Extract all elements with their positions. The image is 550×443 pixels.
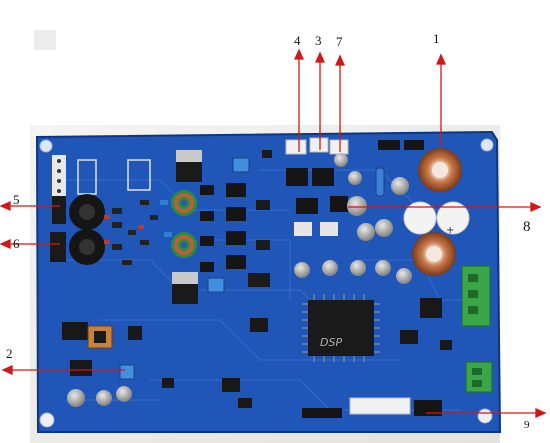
callout-number-8: 8 (523, 219, 531, 235)
capacitor-cluster (67, 153, 412, 407)
callout-number-7: 7 (336, 34, 343, 49)
callout-arrows (0, 48, 547, 419)
top-connectors-4-3-7 (285, 137, 349, 155)
regulator-upper (176, 150, 202, 182)
callout-number-2: 2 (6, 346, 13, 361)
toroid-green-upper (171, 190, 197, 216)
callout-number-3: 3 (315, 33, 322, 48)
dsp-chip: DSP (302, 294, 380, 362)
dsp-chip-text: DSP (320, 336, 342, 349)
connector-6 (50, 232, 66, 262)
white-header-bottom (349, 397, 411, 415)
toroid-green-lower (171, 232, 197, 258)
regulator-lower (172, 272, 198, 304)
callout-number-9: 9 (524, 419, 530, 431)
blur-patch (34, 30, 56, 50)
connector-5 (52, 196, 66, 224)
callout-number-5: 5 (13, 192, 20, 207)
toroid-copper-lower (412, 232, 456, 276)
callout-number-6: 6 (13, 236, 20, 251)
callout-number-1: 1 (433, 31, 440, 46)
green-terminal-block-upper (461, 265, 491, 327)
toroid-copper-upper (418, 148, 462, 192)
green-terminal-block-lower (465, 361, 493, 393)
callout-number-4: 4 (294, 33, 301, 48)
svg-text:+: + (446, 225, 454, 236)
pin-header-bottom (302, 408, 342, 418)
